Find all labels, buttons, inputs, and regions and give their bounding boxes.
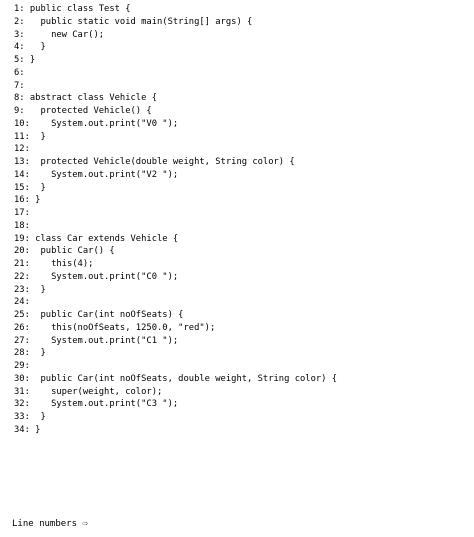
line-numbers-note: Line numbers ⇨ xyxy=(12,519,88,529)
code-line: 12: xyxy=(14,144,30,155)
code-line: 16: } xyxy=(14,195,41,206)
code-line: 14: System.out.print("V2 "); xyxy=(14,169,179,180)
code-line: 7: xyxy=(14,80,25,91)
code-line: 1: public class Test { xyxy=(14,4,131,14)
code-line: 6: xyxy=(14,67,25,78)
code-line: 21: this(4); xyxy=(14,259,94,269)
code-line: 13: protected Vehicle(double weight, Str… xyxy=(14,157,295,167)
code-line: 9: protected Vehicle() { xyxy=(14,106,152,116)
code-line: 29: xyxy=(14,361,30,371)
code-line: 33: } xyxy=(14,412,46,422)
code-line: 20: public Car() { xyxy=(14,246,115,257)
code-line: 28: } xyxy=(14,348,46,359)
code-line: 17: xyxy=(14,208,30,218)
code-line: 26: this(noOfSeats, 1250.0, "red"); xyxy=(14,322,216,333)
code-line: 10: System.out.print("V0 "); xyxy=(14,118,179,129)
code-line: 27: System.out.print("C1 "); xyxy=(14,335,179,346)
code-line: 23: } xyxy=(14,284,46,295)
code-line: 3: new Car(); xyxy=(14,29,105,40)
code-listing: 1: public class Test { 2: public static v… xyxy=(14,3,337,437)
code-line: 31: super(weight, color); xyxy=(14,386,163,397)
code-line: 30: public Car(int noOfSeats, double wei… xyxy=(14,373,338,384)
code-line: 19: class Car extends Vehicle { xyxy=(14,233,179,244)
code-line: 8: abstract class Vehicle { xyxy=(14,93,157,104)
code-line: 15: } xyxy=(14,182,46,193)
code-line: 22: System.out.print("C0 "); xyxy=(14,271,179,282)
code-line: 24: xyxy=(14,297,30,308)
code-line: 18: xyxy=(14,220,30,231)
code-line: 25: public Car(int noOfSeats) { xyxy=(14,310,184,320)
code-line: 11: } xyxy=(14,131,46,142)
code-line: 5: } xyxy=(14,55,36,65)
code-line: 34: } xyxy=(14,424,41,435)
code-line: 2: public static void main(String[] args… xyxy=(14,16,253,27)
code-line: 32: System.out.print("C3 "); xyxy=(14,399,179,410)
code-line: 4: } xyxy=(14,42,46,53)
